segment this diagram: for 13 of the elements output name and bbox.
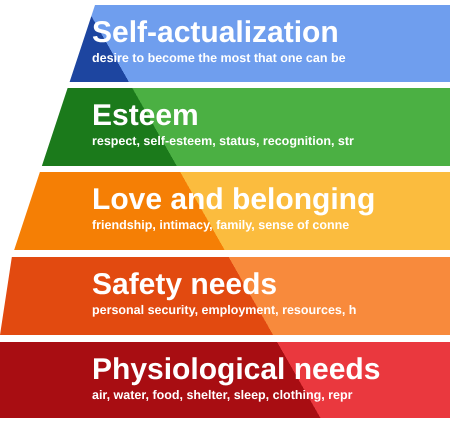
tier-description: air, water, food, shelter, sleep, clothing, repr <box>92 388 352 403</box>
tier-description: desire to become the most that one can be <box>92 51 346 66</box>
tier-description: friendship, intimacy, family, sense of conne <box>92 218 350 233</box>
pyramid-tier <box>14 172 450 250</box>
tier-title: Love and belonging <box>92 184 376 216</box>
pyramid-tier <box>0 257 450 335</box>
pyramid-tier <box>0 342 450 418</box>
tier-title: Esteem <box>92 100 199 132</box>
tier-description: respect, self-esteem, status, recognition, str <box>92 134 354 149</box>
tier-description: personal security, employment, resources, h <box>92 303 356 318</box>
tier-title: Safety needs <box>92 269 278 301</box>
tier-title: Physiological needs <box>92 354 380 386</box>
pyramid-tier <box>41 88 450 166</box>
